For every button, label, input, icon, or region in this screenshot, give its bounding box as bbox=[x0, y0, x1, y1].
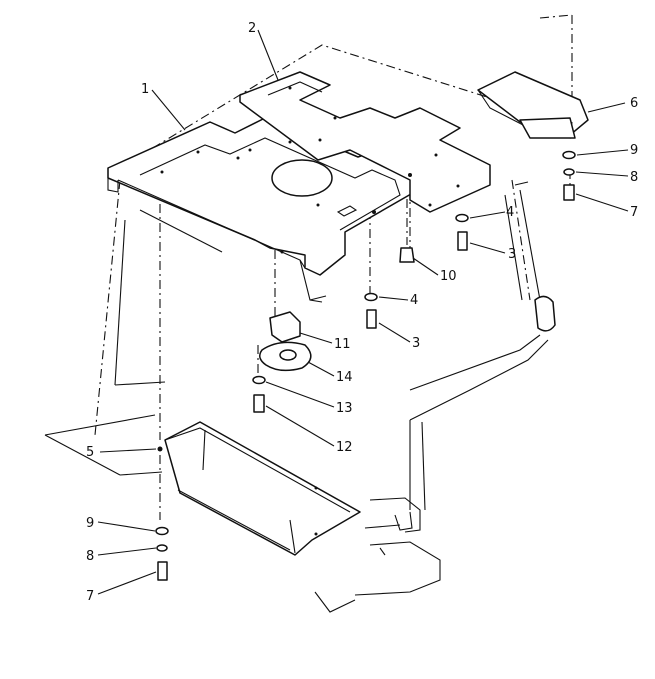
callout-2: 2 bbox=[248, 21, 256, 36]
callout-12: 12 bbox=[336, 440, 353, 455]
callout-10: 10 bbox=[440, 269, 457, 284]
callout-3: 3 bbox=[412, 336, 420, 351]
floor-plate bbox=[107, 117, 419, 303]
callout-14: 14 bbox=[336, 370, 353, 385]
callout-9: 9 bbox=[86, 516, 94, 531]
machine-frame bbox=[44, 181, 556, 613]
callout-5: 5 bbox=[86, 445, 94, 460]
callout-6: 6 bbox=[630, 96, 638, 111]
top-plate bbox=[239, 71, 491, 213]
callout-1: 1 bbox=[141, 82, 149, 97]
cover-part-6 bbox=[477, 71, 589, 139]
leader-lines bbox=[97, 29, 629, 595]
callout-3: 3 bbox=[508, 247, 516, 262]
callout-13: 13 bbox=[336, 401, 353, 416]
fasteners bbox=[155, 86, 576, 581]
callouts: 1 2 3 3 4 4 5 6 7 7 8 8 9 9 10 11 12 13 … bbox=[86, 21, 638, 604]
callout-7: 7 bbox=[630, 205, 638, 220]
callout-7: 7 bbox=[86, 589, 94, 604]
callout-8: 8 bbox=[86, 549, 94, 564]
callout-8: 8 bbox=[630, 170, 638, 185]
callout-4: 4 bbox=[410, 293, 418, 308]
callout-11: 11 bbox=[334, 337, 351, 352]
bottom-tray bbox=[164, 421, 361, 556]
callout-9: 9 bbox=[630, 143, 638, 158]
callout-4: 4 bbox=[506, 205, 514, 220]
bracket-assembly bbox=[259, 311, 312, 372]
